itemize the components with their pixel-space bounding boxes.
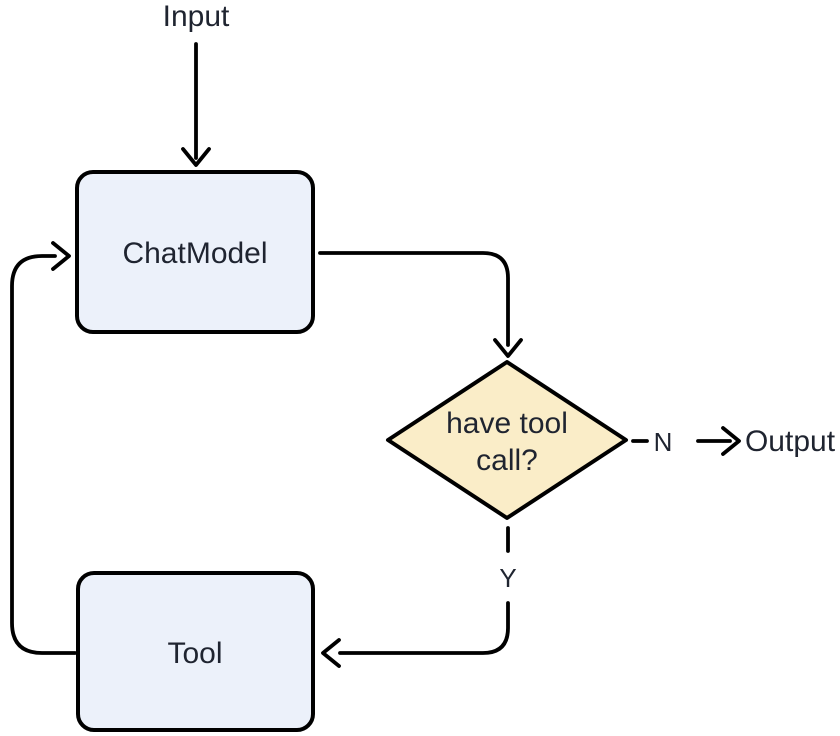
edge-decision-to-tool <box>338 601 510 655</box>
arrowhead-into-decision <box>493 338 523 358</box>
arrowhead-into-tool <box>321 638 341 668</box>
node-tool <box>76 571 315 732</box>
edge-tool-to-chatmodel <box>10 254 77 655</box>
edge-chatmodel-to-decision <box>318 251 510 347</box>
node-decision <box>386 360 628 520</box>
label-chatmodel: ChatModel <box>122 237 267 270</box>
label-yes: Y <box>499 563 516 593</box>
arrowhead-into-output <box>721 426 741 456</box>
arrowhead-into-chatmodel-top <box>181 147 211 167</box>
label-no: N <box>654 427 673 457</box>
label-output: Output <box>745 425 836 458</box>
label-tool: Tool <box>167 637 222 670</box>
node-chatmodel <box>75 170 315 334</box>
label-input: Input <box>163 0 230 33</box>
label-decision-line1: have tool <box>446 407 568 440</box>
label-decision-line2: call? <box>476 444 538 477</box>
arrowhead-into-chatmodel-left <box>51 241 71 271</box>
